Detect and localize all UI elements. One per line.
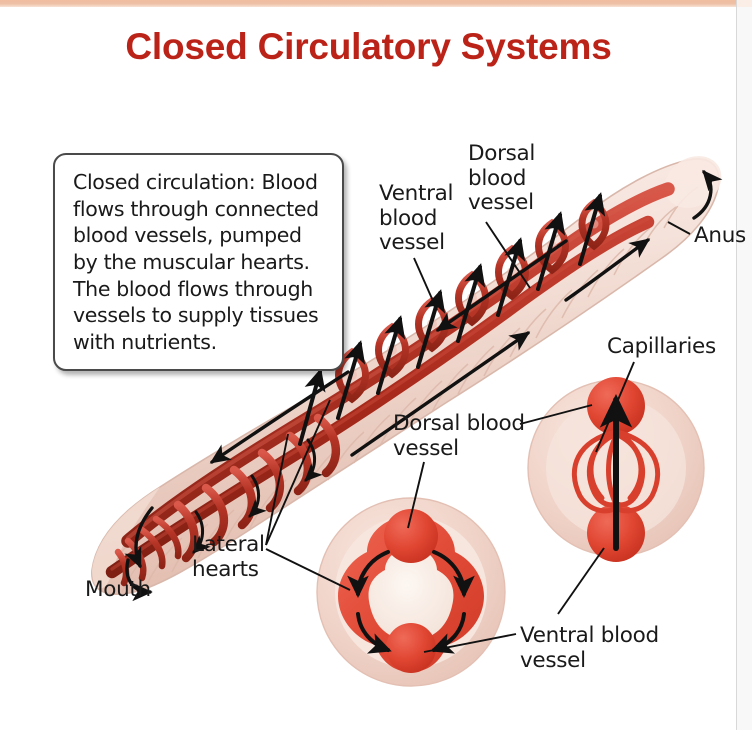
body-cross-section	[316, 497, 506, 687]
callout-text: Closed circulation: Blood flows through …	[73, 170, 319, 354]
dorsal-blood-vessel	[121, 182, 675, 548]
label-anus: Anus	[694, 223, 746, 248]
label-mouth: Mouth	[85, 577, 151, 602]
label-lateral-hearts: Lateral hearts	[192, 532, 265, 582]
label-capillaries: Capillaries	[607, 334, 716, 359]
closed-circulation-callout: Closed circulation: Blood flows through …	[53, 153, 344, 372]
scrollbar-gutter[interactable]	[736, 0, 752, 730]
label-dorsal-blood-vessel-top: Dorsal blood vessel	[468, 141, 536, 215]
top-accent-bar	[0, 0, 737, 7]
label-dorsal-blood-vessel-mid: Dorsal blood vessel	[393, 411, 525, 461]
tail-loop-arrow	[692, 169, 723, 220]
label-ventral-blood-vessel-bottom: Ventral blood vessel	[520, 623, 659, 673]
scrollbar-gutter-accent	[737, 0, 752, 7]
label-ventral-blood-vessel-top: Ventral blood vessel	[379, 181, 454, 255]
page-title: Closed Circulatory Systems	[125, 26, 612, 67]
capillary-cross-section	[527, 377, 705, 562]
